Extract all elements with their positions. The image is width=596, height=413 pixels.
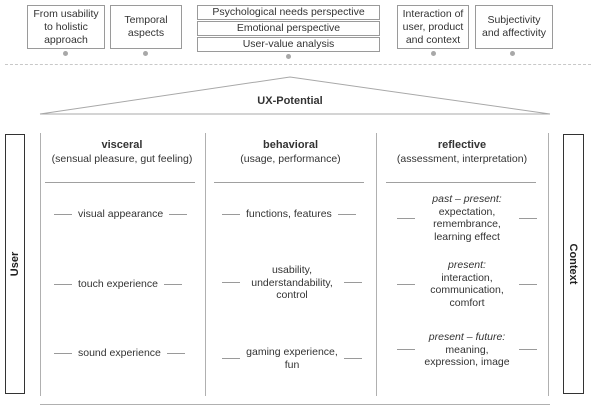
reflective-subtitle: (assessment, interpretation)	[396, 153, 528, 165]
column-divider	[376, 133, 377, 396]
top-box-interaction-label: Interaction of user, product and context	[402, 7, 464, 46]
behavioral-title: behavioral	[262, 139, 319, 151]
reflective-item-label: meaning, expression, image	[424, 343, 510, 369]
top-box-temporal: Temporal aspects	[110, 5, 182, 49]
pin-icon	[431, 51, 436, 56]
column-divider	[548, 133, 549, 396]
top-box-uservalue-label: User-value analysis	[242, 38, 335, 50]
dash-marker	[397, 217, 415, 219]
pin-icon	[63, 51, 68, 56]
context-pillar	[563, 134, 584, 394]
top-box-psych-label: Psychological needs perspective	[212, 6, 365, 18]
roof-outline	[39, 76, 551, 115]
dash-marker	[344, 282, 362, 284]
list-item: present – future: meaning, expression, i…	[397, 331, 537, 369]
visceral-title: visceral	[101, 139, 143, 151]
pin-icon	[286, 54, 291, 59]
list-item: gaming experience, fun	[222, 346, 362, 371]
top-box-uservalue: User-value analysis	[197, 37, 380, 52]
top-box-interaction: Interaction of user, product and context	[397, 5, 469, 49]
dash-marker	[397, 349, 415, 351]
top-box-subjectivity: Subjectivity and affectivity	[475, 5, 553, 49]
roof-title: UX-Potential	[257, 95, 323, 107]
column-divider	[40, 133, 41, 396]
reflective-phase-label: present:	[448, 259, 486, 271]
column-divider	[205, 133, 206, 396]
dash-marker	[222, 213, 240, 215]
top-box-psych: Psychological needs perspective	[197, 5, 380, 20]
dash-marker	[166, 352, 185, 354]
list-item: sound experience	[54, 347, 194, 360]
column-header-rule	[386, 182, 536, 183]
ground-line	[40, 404, 550, 405]
top-box-emotional: Emotional perspective	[197, 21, 380, 36]
dash-marker	[519, 217, 537, 219]
user-label: User	[9, 251, 21, 277]
reflective-item-label: expectation, remembrance, learning effec…	[433, 205, 501, 243]
dash-marker	[163, 283, 182, 285]
visceral-item-label: touch experience	[78, 278, 158, 290]
top-box-subjectivity-label: Subjectivity and affectivity	[481, 14, 546, 39]
top-box-usability: From usability to holistic approach	[27, 5, 105, 49]
top-divider	[5, 64, 591, 65]
reflective-phase-label: past – present:	[432, 193, 502, 205]
pin-icon	[143, 51, 148, 56]
list-item: past – present: expectation, remembrance…	[397, 193, 537, 243]
context-label: Context	[567, 243, 579, 285]
reflective-item-text: present – future: meaning, expression, i…	[415, 331, 519, 369]
list-item: functions, features	[222, 208, 362, 221]
dash-marker	[344, 358, 362, 359]
reflective-item-text: present: interaction, communication, com…	[415, 259, 519, 309]
column-header-rule	[214, 182, 364, 183]
dash-marker	[519, 283, 537, 285]
behavioral-subtitle: (usage, performance)	[240, 153, 341, 165]
dash-marker	[54, 352, 72, 354]
visceral-subtitle: (sensual pleasure, gut feeling)	[51, 153, 193, 165]
dash-marker	[397, 283, 415, 285]
dash-marker	[519, 349, 537, 351]
reflective-title: reflective	[437, 139, 487, 151]
dash-marker	[54, 283, 72, 285]
reflective-phase-label: present – future:	[428, 331, 506, 343]
list-item: touch experience	[54, 278, 194, 291]
dash-marker	[169, 213, 188, 215]
dash-marker	[337, 213, 356, 215]
behavioral-item-label: usability, understandability, control	[251, 264, 333, 301]
top-box-temporal-label: Temporal aspects	[124, 14, 168, 39]
visceral-item-label: sound experience	[78, 347, 161, 359]
reflective-item-text: past – present: expectation, remembrance…	[415, 193, 519, 243]
list-item: visual appearance	[54, 208, 194, 221]
dash-marker	[54, 213, 72, 215]
reflective-item-label: interaction, communication, comfort	[430, 271, 504, 309]
user-pillar	[5, 134, 25, 394]
list-item: usability, understandability, control	[222, 264, 362, 302]
visceral-item-label: visual appearance	[78, 208, 164, 220]
pin-icon	[510, 51, 515, 56]
behavioral-item-label: functions, features	[246, 208, 332, 220]
top-box-emotional-label: Emotional perspective	[236, 22, 341, 34]
dash-marker	[222, 358, 240, 359]
dash-marker	[222, 282, 240, 284]
list-item: present: interaction, communication, com…	[397, 259, 537, 309]
behavioral-item-label: gaming experience, fun	[246, 346, 338, 371]
column-header-rule	[45, 182, 195, 183]
top-box-usability-label: From usability to holistic approach	[33, 7, 99, 46]
